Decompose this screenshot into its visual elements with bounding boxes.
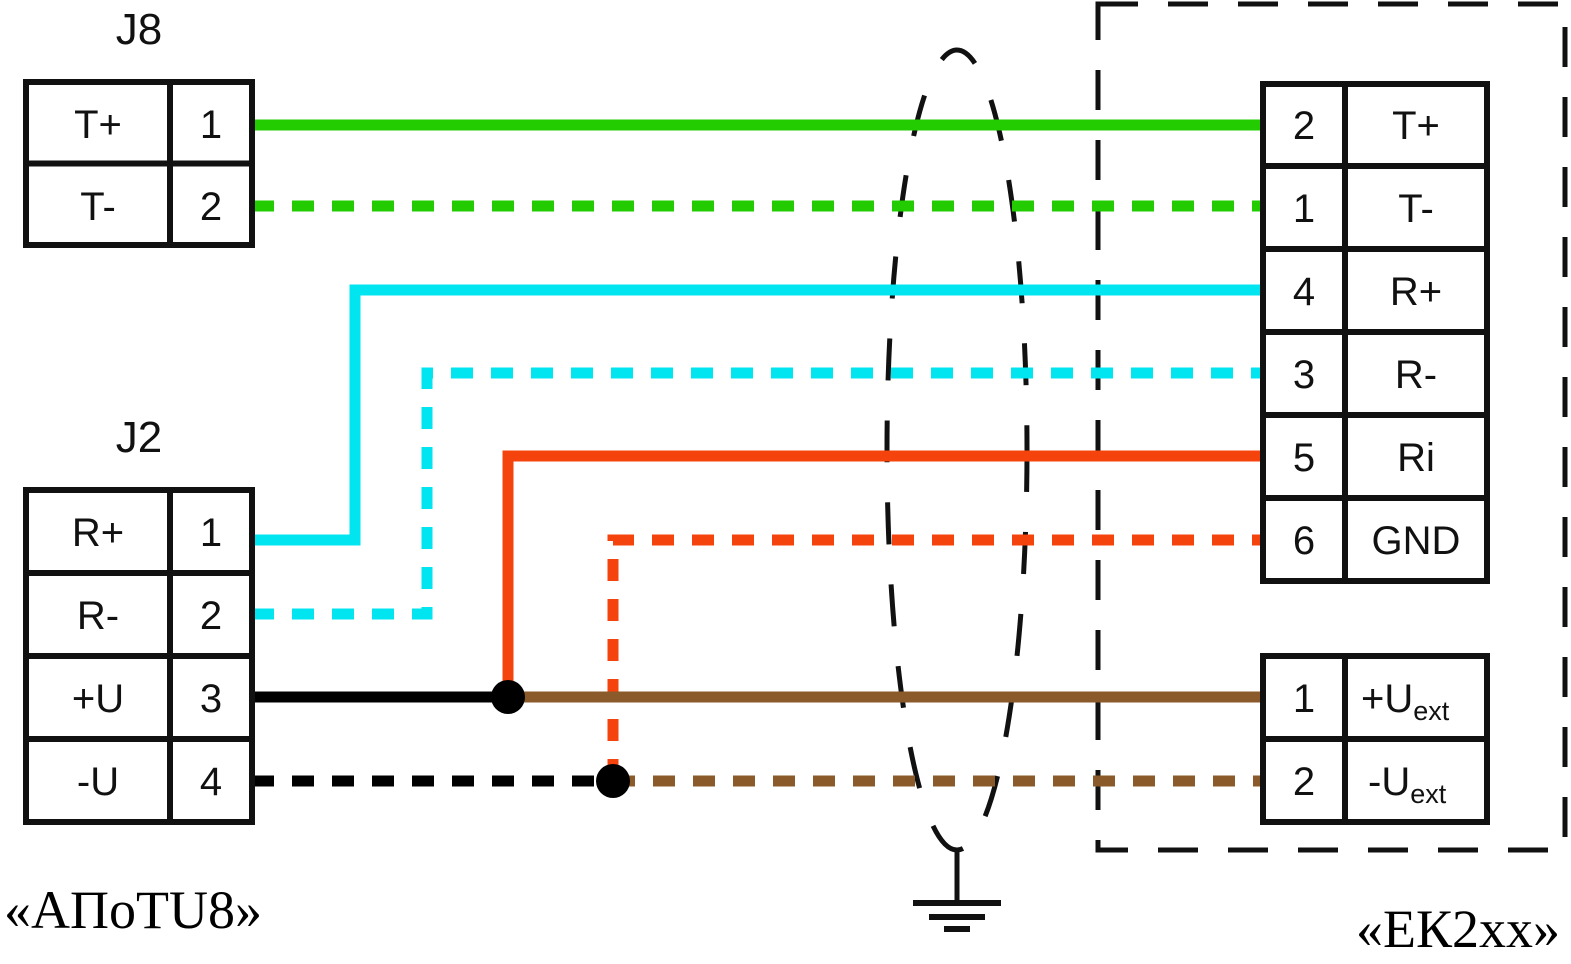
j2-title: J2 [116, 413, 162, 462]
j2-row-0-signal: R+ [72, 511, 124, 555]
connector-block-j2: R+ 1 R- 2 +U 3 -U 4 [23, 487, 255, 825]
j2-row-2-pin: 3 [200, 677, 222, 721]
ek-power-row-1-signal-sub: ext [1410, 779, 1447, 809]
ek-signal-row-1-pin: 1 [1293, 187, 1315, 231]
ek-signal-row-1-signal: T- [1398, 187, 1434, 231]
ek-power-row-1-signal-base: -U [1368, 760, 1410, 804]
wire-gnd-orange-dashed [607, 534, 1263, 781]
device-label-right: «ЕК2хх» [1356, 899, 1560, 959]
j2-row-3-signal: -U [77, 760, 119, 804]
ek-signal-row-0-pin: 2 [1293, 104, 1315, 148]
j2-row-2-signal: +U [72, 677, 124, 721]
ek-power-row-0-pin: 1 [1293, 677, 1315, 721]
ek-signal-row-5-signal: GND [1372, 519, 1461, 563]
junction-dot-plus [491, 680, 525, 714]
ek-signal-row-5-pin: 6 [1293, 519, 1315, 563]
connector-block-ek-power: 1 +Uext 2 -Uext [1260, 653, 1490, 825]
ek-signal-row-2-signal: R+ [1390, 270, 1442, 314]
j8-row-0-signal: T+ [74, 103, 122, 147]
cable-shield-ellipse [884, 47, 1030, 853]
j2-row-1-pin: 2 [200, 594, 222, 638]
ek-power-row-1-pin: 2 [1293, 760, 1315, 804]
device-boundary-ek2xx [1095, 1, 1568, 853]
j8-title: J8 [116, 5, 162, 54]
junction-dot-minus [596, 764, 630, 798]
ek-power-row-0-signal-base: +U [1361, 677, 1413, 721]
j2-row-3-pin: 4 [200, 760, 222, 804]
wire-r-plus-cyan-solid [252, 284, 1263, 546]
wire-ri-orange-solid [502, 450, 1263, 697]
ek-signal-row-3-signal: R- [1395, 353, 1437, 397]
device-label-left: «АПоТU8» [4, 880, 262, 940]
j8-row-0-pin: 1 [200, 103, 222, 147]
ek-power-row-1-signal: -Uext [1368, 760, 1447, 809]
earth-ground-icon [913, 900, 1001, 932]
connector-block-j8: T+ 1 T- 2 [23, 79, 255, 248]
ek-signal-row-4-pin: 5 [1293, 436, 1315, 480]
ek-power-row-0-signal: +Uext [1361, 677, 1450, 726]
ek-signal-row-3-pin: 3 [1293, 353, 1315, 397]
j2-row-1-signal: R- [77, 594, 119, 638]
ek-signal-row-2-pin: 4 [1293, 270, 1315, 314]
j8-row-1-pin: 2 [200, 185, 222, 229]
ek-signal-row-0-signal: T+ [1392, 104, 1440, 148]
j2-row-0-pin: 1 [200, 511, 222, 555]
j8-row-1-signal: T- [80, 185, 116, 229]
wire-r-minus-cyan-dashed [252, 367, 1263, 620]
ek-power-row-0-signal-sub: ext [1413, 696, 1450, 726]
connector-block-ek-signal: 2 T+ 1 T- 4 R+ 3 R- 5 Ri 6 GND [1260, 81, 1490, 584]
ek-signal-row-4-signal: Ri [1397, 436, 1435, 480]
